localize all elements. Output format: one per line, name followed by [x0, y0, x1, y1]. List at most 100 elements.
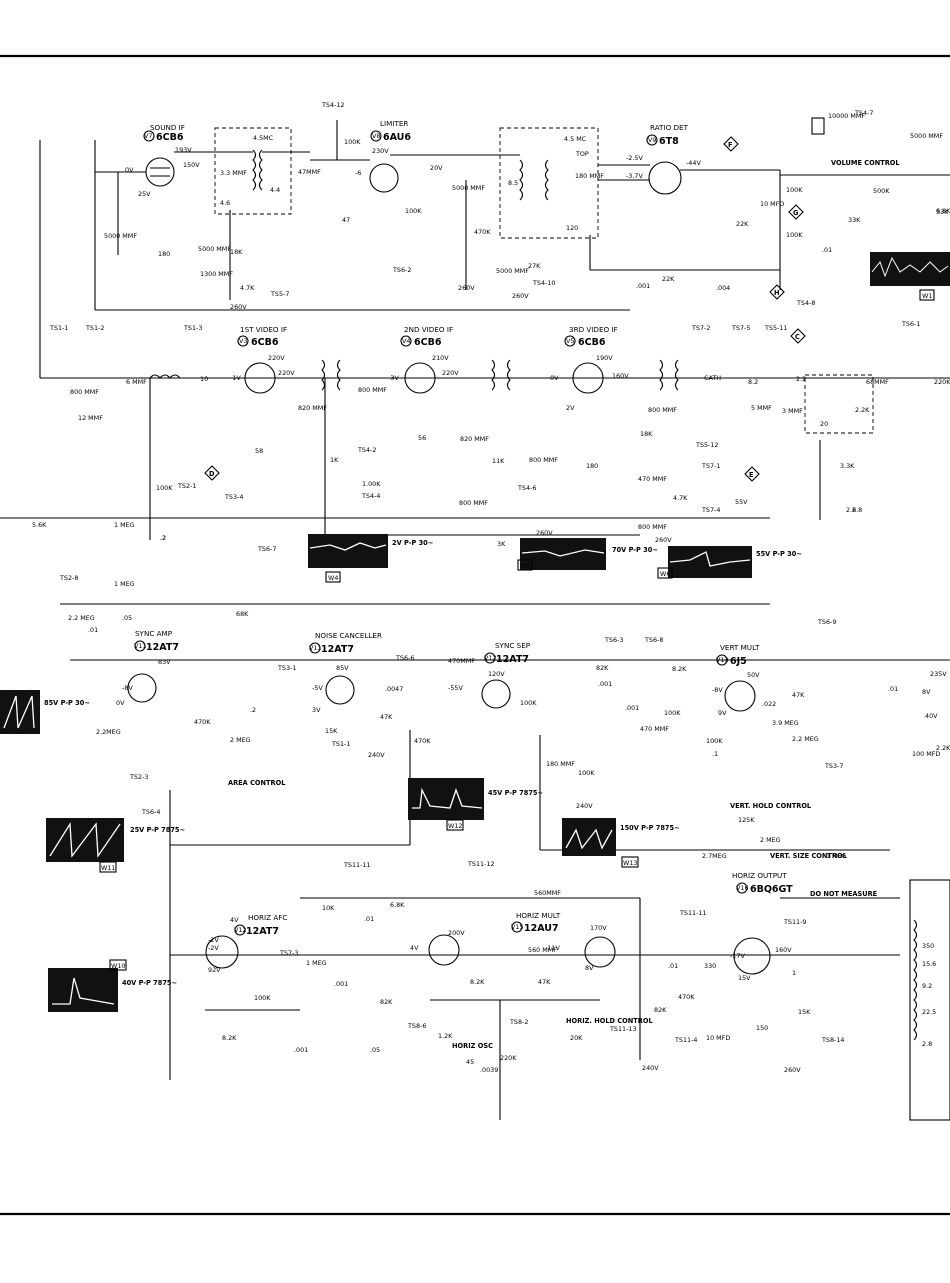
cval: 5000 MMF [910, 132, 943, 140]
do-not-measure-label: DO NOT MEASURE [810, 890, 878, 898]
rval: 100K [344, 138, 361, 146]
rval: 18K [640, 430, 653, 438]
volt: 220V [268, 354, 285, 362]
misc: 15.6 [922, 960, 936, 968]
volt: -44V [686, 159, 701, 167]
rval: 6.8K [390, 901, 405, 909]
v5-ref: V5 [566, 337, 574, 345]
tp: TS6-2 [392, 266, 411, 274]
component-values: 5000 MMF 3.3 MMF 5000 MMF 1300 MMF 47MMF… [70, 112, 943, 1074]
test-points: TS4-12 TS4-7 TS6-2 TS4-10 TS5-7 TS4-8 TS… [49, 101, 920, 1044]
marker-f: F [728, 141, 733, 149]
v15a-tube-symbol [428, 934, 460, 966]
tp: TS8-2 [509, 1018, 528, 1026]
misc: 4.5 MC [564, 135, 587, 143]
w4-label: W4 [328, 574, 338, 582]
cval: .1 [712, 750, 718, 758]
volt: 40V [925, 712, 938, 720]
marker-c: C [795, 333, 800, 341]
waveform-w11-scope [46, 818, 124, 862]
misc: 22.5 [922, 1008, 936, 1016]
volt: 235V [930, 670, 947, 678]
resistor-values: 100K 47 100K 470K 27K 22K 100K 22K 100K … [32, 138, 950, 1062]
cval: 560 MMF [528, 946, 557, 954]
rval: 100K [786, 231, 803, 239]
tp: TS7-5 [731, 324, 750, 332]
w6-text: 55V P-P 30~ [756, 550, 802, 558]
misc: 8.5 [508, 179, 518, 187]
rval: 2.2 MEG [68, 614, 95, 622]
cval: 5000 MMF [104, 232, 137, 240]
horiz-afc-title: HORIZ AFC [248, 913, 287, 922]
tp: TS4-7 [854, 109, 873, 117]
tp: TS11-11 [343, 861, 371, 869]
misc: 4.4 [270, 186, 280, 194]
cval: 5000 MMF [496, 267, 529, 275]
cval: 12 MMF [78, 414, 103, 422]
cval: 6 MMF [126, 378, 147, 386]
rval: 18K [230, 248, 243, 256]
waveform-w6-scope [668, 546, 752, 578]
rval: 47K [792, 691, 805, 699]
tp: TS6-6 [395, 654, 414, 662]
tp: TS5-11 [764, 324, 787, 332]
v12b-tube-symbol [205, 935, 239, 969]
rval: 330 [704, 962, 716, 970]
left-scope-text: 85V P-P 30~ [44, 699, 90, 707]
rval: 15K [798, 1008, 811, 1016]
misc: 20 [820, 420, 828, 428]
rval: 100K [520, 699, 537, 707]
tp: TS2-3 [129, 773, 148, 781]
cval: 560MMF [534, 889, 561, 897]
tp: TS1-1 [49, 324, 68, 332]
volt: 92V [208, 966, 221, 974]
tp: TS7-4 [701, 506, 720, 514]
w5-text: 70V P-P 30~ [612, 546, 658, 554]
misc: 350 [922, 942, 934, 950]
limiter-section: LIMITER V8 6AU6 [310, 119, 599, 290]
v8-tube: 6AU6 [383, 132, 411, 143]
waveform-w5-scope [520, 538, 606, 570]
w12-label: W12 [448, 822, 462, 830]
markers: F G H C D E [204, 136, 806, 482]
horiz-osc-label: HORIZ OSC [452, 1042, 493, 1050]
rval: 15K [325, 727, 338, 735]
v5-tube: 6CB6 [578, 337, 606, 348]
v16-ref: V16 [736, 884, 749, 892]
v13-ref: V13 [716, 656, 729, 664]
w12-text: 45V P-P 7875~ [488, 789, 543, 797]
cval: 5000 MMF [452, 184, 485, 192]
cval: .001 [334, 980, 348, 988]
tp: TS6-7 [257, 545, 276, 553]
tp: TS11-13 [609, 1025, 637, 1033]
tp: TS1-1 [331, 740, 350, 748]
volt: 50V [747, 671, 760, 679]
rval: 2.2K [936, 744, 950, 752]
v7-ref: V7 [144, 132, 152, 140]
v8-ref: V8 [372, 132, 380, 140]
v11a-tube: 12AT7 [146, 642, 179, 653]
ratio-det-section: RATIO DET V9 6T8 VOLUME CONTROL [589, 117, 950, 290]
rval: 2 MEG [230, 736, 251, 744]
volt: 260V [536, 529, 553, 537]
volt: 230V [372, 147, 389, 155]
volt: 3V [312, 706, 321, 714]
rval: 125K [738, 816, 755, 824]
volt: 220V [278, 369, 295, 377]
tp: TS11-9 [783, 918, 806, 926]
waveform-w13-scope [562, 818, 616, 856]
rval: 180 [158, 250, 170, 258]
rval: 82K [596, 664, 609, 672]
v11a-ref: V11 [134, 642, 147, 650]
volt: 193V [175, 146, 192, 154]
sound-if-section: SOUND IF V7 6CB6 [94, 123, 630, 311]
video-if-1-title: 1ST VIDEO IF [240, 325, 287, 334]
misc: 45 [466, 1058, 474, 1066]
v7-ref-circle [143, 130, 155, 142]
cval: 820 MMF [460, 435, 489, 443]
v9-tube-symbol [648, 161, 682, 195]
horiz-hold-label: HORIZ. HOLD CONTROL [566, 1017, 653, 1025]
volt: 260V [655, 536, 672, 544]
rval: 33K [936, 208, 949, 216]
